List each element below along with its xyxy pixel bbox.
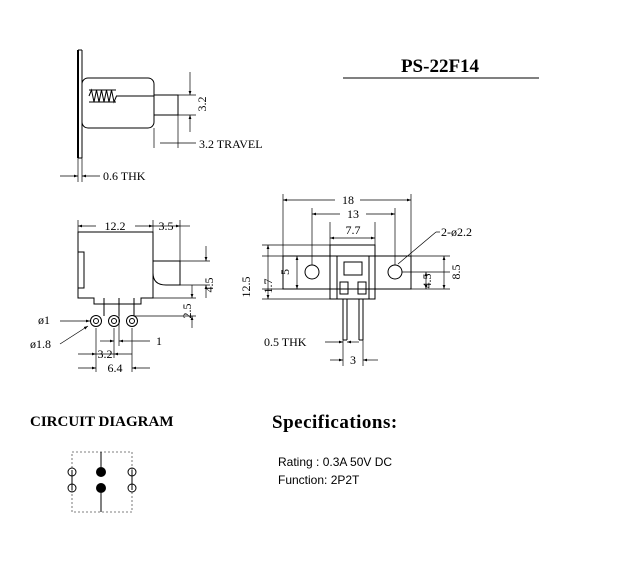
plate-thickness-dim: 0.6 THK bbox=[103, 169, 146, 183]
circuit-diagram-heading: CIRCUIT DIAGRAM bbox=[30, 414, 173, 430]
spring-icon bbox=[88, 88, 117, 104]
front-standoff-dim: 2.5 bbox=[180, 304, 194, 319]
front-actuator-height-dim: 4.5 bbox=[202, 278, 216, 293]
top-offset-dim: 1.7 bbox=[261, 279, 275, 294]
pin-diameter-dim: ø1 bbox=[38, 313, 50, 327]
rating-text: Rating : 0.3A 50V DC bbox=[278, 455, 392, 469]
top-overall-width-dim: 18 bbox=[342, 193, 354, 207]
front-actuator-width-dim: 3.5 bbox=[159, 219, 174, 233]
pin-offset-dim: 1 bbox=[156, 334, 162, 348]
pin-span-dim: 6.4 bbox=[108, 361, 123, 375]
bracket-height-dim: 5 bbox=[278, 269, 292, 275]
travel-dim: 3.2 TRAVEL bbox=[199, 137, 263, 151]
part-number-title: PS-22F14 bbox=[401, 56, 480, 77]
pin-pitch-dim: 3.2 bbox=[98, 347, 113, 361]
mount-holes-dim: 2-ø2.2 bbox=[441, 225, 472, 239]
hole-height-dim: 4.5 bbox=[420, 274, 434, 289]
top-body-width-dim: 7.7 bbox=[346, 223, 361, 237]
specifications-heading: Specifications: bbox=[272, 412, 398, 433]
mounting-hole-right bbox=[387, 264, 403, 280]
circuit-diagram bbox=[67, 451, 137, 513]
pad-diameter-dim: ø1.8 bbox=[30, 337, 51, 351]
mounting-hole-left bbox=[304, 264, 320, 280]
terminal-thickness-dim: 0.5 THK bbox=[264, 335, 307, 349]
bracket-overall-dim: 8.5 bbox=[449, 265, 463, 280]
top-view bbox=[262, 194, 450, 366]
common-terminal-bottom bbox=[96, 483, 106, 493]
top-hole-spacing-dim: 13 bbox=[347, 207, 359, 221]
terminal-spacing-dim: 3 bbox=[350, 353, 356, 367]
common-terminal-top bbox=[96, 467, 106, 477]
side-height-dim: 3.2 bbox=[195, 97, 209, 112]
side-view bbox=[60, 49, 196, 182]
front-body-width-dim: 12.2 bbox=[105, 219, 126, 233]
function-text: Function: 2P2T bbox=[278, 473, 360, 487]
front-view bbox=[59, 220, 210, 372]
top-overall-height-dim: 12.5 bbox=[239, 277, 253, 298]
